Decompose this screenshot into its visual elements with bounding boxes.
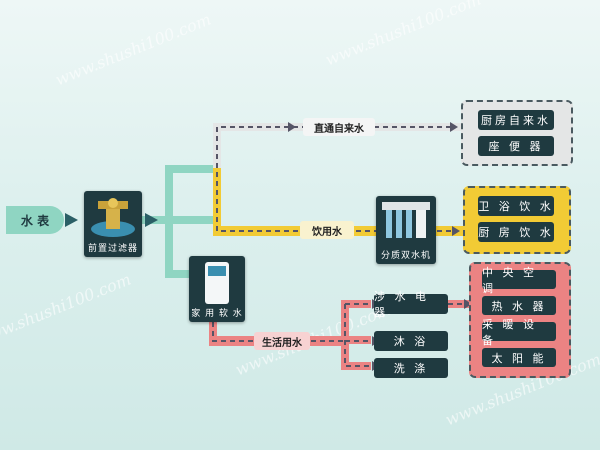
arrow-icon: [464, 299, 472, 309]
route-label-drinking: 饮用水: [300, 221, 354, 239]
domestic-line: [212, 303, 470, 367]
purifier-icon: [382, 202, 430, 238]
group-item: 卫 浴 饮 水: [478, 196, 554, 216]
trunk-band: [165, 165, 215, 173]
softener-device: 家 用 软 水: [189, 256, 245, 322]
arrow-icon: [288, 122, 296, 132]
group-item: 厨房自来水: [478, 110, 554, 130]
use-item: 洗 涤: [374, 358, 448, 378]
dual-water-machine-label: 分质双水机: [380, 251, 431, 261]
group-item: 采 暖 设 备: [482, 318, 556, 347]
arrow-icon: [450, 122, 458, 132]
softener-label: 家 用 软 水: [191, 309, 243, 319]
arrow-icon: [145, 213, 158, 227]
group-item: 太 阳 能: [482, 348, 556, 367]
trunk-band: [165, 218, 173, 278]
group-item: 热 水 器: [482, 296, 556, 315]
direct-line: [216, 126, 455, 168]
domestic-group: 中 央 空 调 热 水 器 采 暖 设 备 太 阳 能: [469, 262, 571, 378]
direct-group: 厨房自来水 座 便 器: [461, 100, 573, 166]
water-meter-node: 水 表: [6, 206, 64, 234]
drinking-group: 卫 浴 饮 水 厨 房 饮 水: [463, 186, 571, 254]
pre-filter-device: 前置过滤器: [84, 191, 142, 257]
trunk-band: [165, 270, 195, 278]
water-meter-label: 水 表: [20, 213, 50, 228]
trunk-band: [165, 165, 173, 225]
filter-icon: [91, 198, 135, 237]
use-item: 涉 水 电 器: [374, 290, 448, 319]
arrow-icon: [65, 213, 78, 227]
route-label-direct: 直通自来水: [303, 118, 375, 136]
group-item: 厨 房 饮 水: [478, 222, 554, 242]
pre-filter-label: 前置过滤器: [87, 244, 138, 254]
group-item: 座 便 器: [478, 136, 554, 156]
group-item: 中 央 空 调: [482, 266, 556, 295]
dual-water-machine: 分质双水机: [376, 196, 436, 264]
use-item: 沐 浴: [374, 331, 448, 351]
softener-icon: [205, 262, 229, 304]
arrow-icon: [452, 226, 460, 236]
route-label-domestic: 生活用水: [254, 332, 310, 350]
